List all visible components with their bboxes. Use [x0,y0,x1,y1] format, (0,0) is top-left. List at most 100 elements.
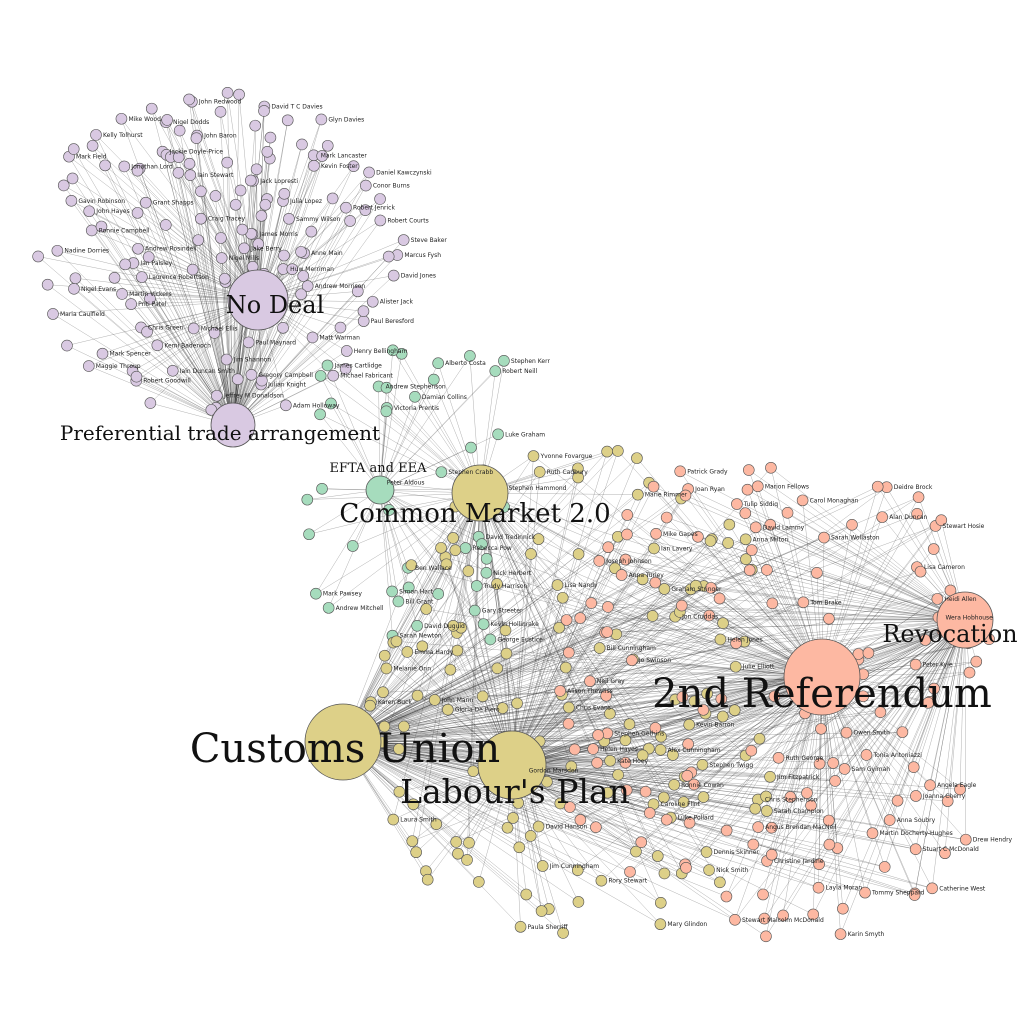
member-node[interactable] [468,604,481,617]
node-circle[interactable] [604,755,616,767]
node-circle[interactable] [777,909,789,922]
node-circle[interactable] [249,119,262,132]
member-node[interactable] [322,602,335,614]
member-node[interactable] [476,538,488,550]
node-circle[interactable] [480,567,493,579]
member-node[interactable] [326,192,339,205]
node-circle[interactable] [713,592,726,605]
node-circle[interactable] [447,619,460,632]
member-node[interactable] [623,718,636,730]
member-node[interactable] [142,251,155,263]
node-circle[interactable] [689,579,702,592]
member-node[interactable] [654,918,667,931]
node-circle[interactable] [612,445,624,457]
node-circle[interactable] [514,921,527,933]
node-circle[interactable] [619,553,632,566]
node-circle[interactable] [261,146,274,158]
member-node[interactable] [560,614,573,626]
node-circle[interactable] [511,697,523,710]
member-node[interactable] [601,786,614,799]
member-node[interactable] [321,359,334,372]
node-circle[interactable] [377,686,389,699]
member-node[interactable] [435,542,447,554]
node-circle[interactable] [166,364,179,377]
node-circle[interactable] [357,315,370,327]
member-node[interactable] [308,160,320,172]
node-circle[interactable] [909,658,922,671]
member-node[interactable] [190,132,203,144]
member-node[interactable] [195,212,207,225]
node-circle[interactable] [747,838,760,851]
node-circle[interactable] [857,690,870,703]
member-node[interactable] [587,743,599,755]
member-node[interactable] [477,618,490,630]
node-circle[interactable] [236,223,249,236]
member-node[interactable] [823,612,835,625]
member-node[interactable] [440,558,453,571]
node-circle[interactable] [406,835,419,847]
member-node[interactable] [386,585,398,598]
node-circle[interactable] [527,450,540,462]
member-node[interactable] [601,445,613,458]
node-circle[interactable] [233,88,245,101]
node-circle[interactable] [761,805,773,817]
member-node[interactable] [421,873,434,886]
member-node[interactable] [377,686,389,699]
node-circle[interactable] [208,327,221,339]
member-node[interactable] [551,579,564,591]
member-node[interactable] [380,405,393,418]
node-circle[interactable] [636,573,649,586]
member-node[interactable] [444,663,457,676]
node-circle[interactable] [116,288,128,300]
node-circle[interactable] [572,896,585,908]
member-node[interactable] [615,569,628,581]
hub-nodeal[interactable] [227,269,289,331]
node-circle[interactable] [231,373,244,386]
node-circle[interactable] [834,928,847,940]
node-circle[interactable] [697,704,710,716]
member-node[interactable] [680,861,692,874]
node-circle[interactable] [221,87,234,99]
node-circle[interactable] [912,491,925,503]
node-circle[interactable] [891,794,904,807]
member-node[interactable] [818,531,830,544]
member-node[interactable] [447,532,459,544]
node-circle[interactable] [924,779,936,792]
member-node[interactable] [619,553,632,566]
node-circle[interactable] [57,179,70,192]
node-circle[interactable] [427,373,440,386]
node-circle[interactable] [675,599,688,612]
member-node[interactable] [416,640,429,653]
node-circle[interactable] [560,614,573,626]
node-circle[interactable] [410,846,422,859]
node-circle[interactable] [386,585,398,598]
node-circle[interactable] [301,280,314,292]
node-circle[interactable] [574,612,586,624]
node-circle[interactable] [749,802,762,815]
member-node[interactable] [954,783,966,796]
member-node[interactable] [572,896,585,908]
member-node[interactable] [636,573,649,586]
node-circle[interactable] [632,488,644,501]
node-circle[interactable] [914,565,927,578]
node-circle[interactable] [47,308,59,320]
node-circle[interactable] [532,533,545,545]
member-node[interactable] [564,801,576,813]
member-node[interactable] [95,220,108,233]
member-node[interactable] [427,373,440,386]
node-circle[interactable] [525,548,537,560]
node-circle[interactable] [714,876,726,889]
member-node[interactable] [489,365,502,377]
member-node[interactable] [435,466,448,478]
member-node[interactable] [327,369,340,382]
member-node[interactable] [729,914,741,926]
node-circle[interactable] [277,322,289,334]
node-circle[interactable] [829,775,841,787]
member-node[interactable] [85,224,98,237]
node-circle[interactable] [218,272,231,285]
member-node[interactable] [283,213,295,225]
node-circle[interactable] [390,635,403,648]
member-node[interactable] [428,694,441,706]
node-circle[interactable] [623,718,636,730]
member-node[interactable] [172,166,185,179]
